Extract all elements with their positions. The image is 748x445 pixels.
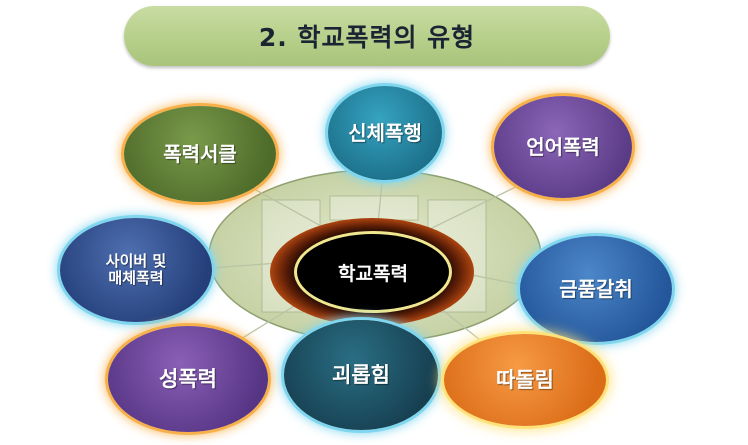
center-node-label: 학교폭력: [338, 262, 408, 285]
node-extortion: 금품갈취: [520, 236, 672, 342]
title-banner: 2. 학교폭력의 유형: [124, 6, 610, 66]
node-harassment: 괴롭힘: [284, 320, 438, 430]
node-isolation-label: 따돌림: [496, 367, 554, 392]
node-cyber-label-line2: 매체폭력: [108, 269, 164, 287]
node-physical: 신체폭행: [328, 86, 442, 180]
node-cyber-label-line1: 사이버 및: [105, 251, 167, 270]
diagram-title: 2. 학교폭력의 유형: [258, 23, 476, 52]
node-sexual: 성폭력: [108, 326, 268, 432]
node-sexual-label: 성폭력: [159, 366, 217, 391]
node-isolation: 따돌림: [444, 334, 606, 426]
center-node: 학교폭력: [297, 234, 449, 310]
node-verbal: 언어폭력: [494, 96, 632, 198]
node-cyber: 사이버 및 매체폭력: [60, 218, 212, 322]
node-verbal-label: 언어폭력: [526, 134, 600, 159]
node-extortion-label: 금품갈취: [559, 276, 633, 301]
node-harassment-label: 괴롭힘: [332, 362, 390, 387]
node-physical-label: 신체폭행: [348, 120, 422, 145]
node-gang: 폭력서클: [124, 106, 276, 202]
node-gang-label: 폭력서클: [163, 141, 237, 166]
